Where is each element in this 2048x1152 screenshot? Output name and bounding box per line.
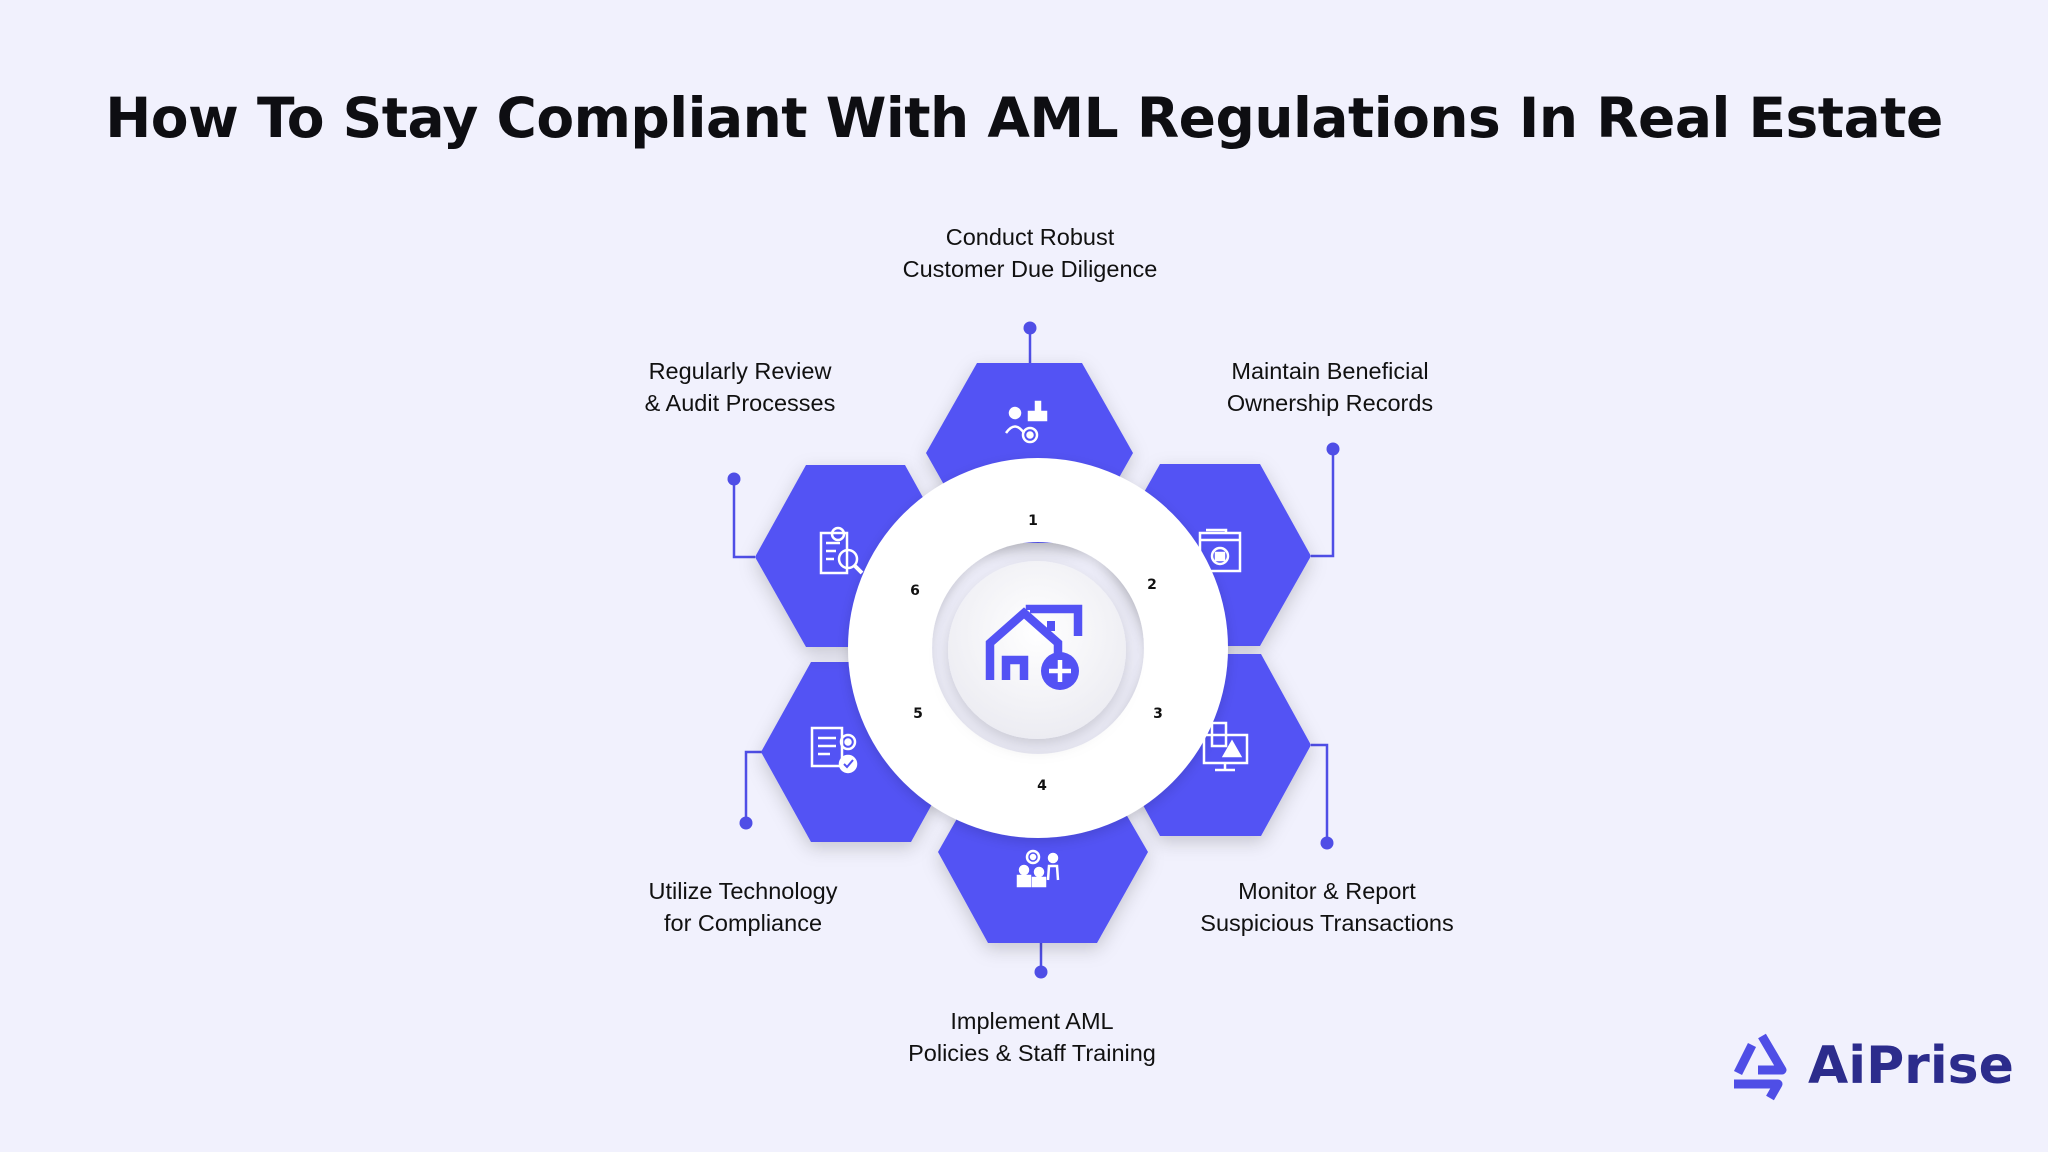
monitor-alert-report-icon (1202, 721, 1249, 772)
center-ring (848, 458, 1228, 838)
step-number-3: 3 (1153, 706, 1163, 722)
page-title: How To Stay Compliant With AML Regulatio… (105, 86, 1943, 150)
step-number-2: 2 (1147, 577, 1157, 593)
connector-dots (727, 321, 1340, 979)
step-number-1: 1 (1028, 513, 1038, 529)
step-label-6: Regularly Review & Audit Processes (644, 358, 836, 416)
training-presentation-icon (1016, 849, 1060, 888)
step-number-5: 5 (913, 706, 923, 722)
people-gear-thumbs-up-icon (1004, 400, 1048, 444)
step-number-4: 4 (1037, 778, 1047, 794)
step-number-6: 6 (910, 583, 920, 599)
brand-name: AiPrise (1808, 1036, 2014, 1096)
house-plus-icon (985, 604, 1083, 690)
step-label-4: Implement AML Policies & Staff Training (908, 1008, 1156, 1066)
step-label-2: Maintain Beneficial Ownership Records (1226, 358, 1434, 416)
connector-lines (732, 328, 1335, 972)
center-hub (948, 561, 1126, 739)
step-label-3: Monitor & Report Suspicious Transactions (1200, 878, 1454, 936)
aiprise-logo-icon (1733, 1033, 1787, 1101)
audit-document-magnifier-icon (819, 526, 864, 575)
document-gear-check-icon (810, 726, 858, 774)
step-label-1: Conduct Robust Customer Due Diligence (902, 224, 1158, 282)
step-label-5: Utilize Technology for Compliance (648, 878, 838, 936)
records-lock-folder-icon (1198, 528, 1242, 573)
